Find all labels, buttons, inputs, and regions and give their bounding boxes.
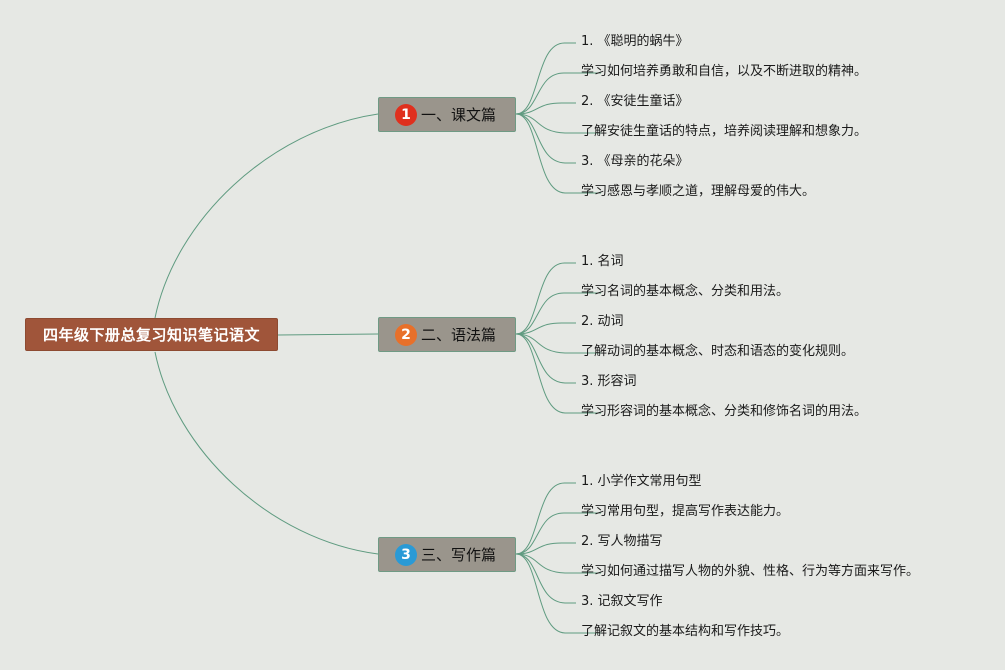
connector-root-branch-1 xyxy=(154,113,379,319)
connector-branch-3-leaf-3 xyxy=(515,542,576,555)
root-node[interactable]: 四年级下册总复习知识笔记语文 xyxy=(25,318,278,351)
connector-branch-3-leaf-6 xyxy=(515,553,601,634)
connector-branch-1-leaf-3 xyxy=(515,102,576,115)
leaf-item[interactable]: 2. 《安徒生童话》 xyxy=(581,94,689,109)
connector-branch-2-leaf-2 xyxy=(515,292,601,335)
leaf-item[interactable]: 学习如何通过描写人物的外貌、性格、行为等方面来写作。 xyxy=(581,564,920,579)
connector-branch-3-leaf-4 xyxy=(515,553,601,574)
leaf-item[interactable]: 学习如何培养勇敢和自信，以及不断进取的精神。 xyxy=(581,64,868,79)
connector-branch-1-leaf-5 xyxy=(515,113,576,164)
connector-branch-3-leaf-5 xyxy=(515,553,576,604)
branch-label: 一、课文篇 xyxy=(421,106,497,124)
branch-node-writing[interactable]: 3 三、写作篇 xyxy=(378,537,516,572)
connector-branch-3-leaf-1 xyxy=(515,482,576,555)
leaf-item[interactable]: 了解动词的基本概念、时态和语态的变化规则。 xyxy=(581,344,855,359)
connector-root-branch-2 xyxy=(277,333,379,336)
connector-branch-1-leaf-2 xyxy=(515,72,601,115)
connector-branch-2-leaf-4 xyxy=(515,333,601,354)
root-label: 四年级下册总复习知识笔记语文 xyxy=(42,326,260,344)
leaf-item[interactable]: 3. 记叙文写作 xyxy=(581,594,663,609)
connector-branch-2-leaf-1 xyxy=(515,262,576,335)
connector-branch-2-leaf-3 xyxy=(515,322,576,335)
leaf-item[interactable]: 1. 小学作文常用句型 xyxy=(581,474,702,489)
leaf-item[interactable]: 2. 写人物描写 xyxy=(581,534,663,549)
number-badge-3: 3 xyxy=(395,543,417,566)
number-badge-2: 2 xyxy=(395,323,417,346)
leaf-item[interactable]: 3. 《母亲的花朵》 xyxy=(581,154,689,169)
leaf-item[interactable]: 学习名词的基本概念、分类和用法。 xyxy=(581,284,790,299)
leaf-item[interactable]: 1. 《聪明的蜗牛》 xyxy=(581,34,689,49)
connector-branch-1-leaf-4 xyxy=(515,113,601,134)
branch-node-grammar[interactable]: 2 二、语法篇 xyxy=(378,317,516,352)
connector-branch-2-leaf-6 xyxy=(515,333,601,414)
connector-branch-3-leaf-2 xyxy=(515,512,601,555)
number-badge-1: 1 xyxy=(395,103,417,126)
leaf-item[interactable]: 学习常用句型，提高写作表达能力。 xyxy=(581,504,790,519)
branch-label: 三、写作篇 xyxy=(421,546,497,564)
connector-branch-1-leaf-1 xyxy=(515,42,576,115)
leaf-item[interactable]: 了解记叙文的基本结构和写作技巧。 xyxy=(581,624,790,639)
leaf-item[interactable]: 学习感恩与孝顺之道，理解母爱的伟大。 xyxy=(581,184,816,199)
connector-branch-2-leaf-5 xyxy=(515,333,576,384)
connector-branch-1-leaf-6 xyxy=(515,113,601,194)
leaf-item[interactable]: 2. 动词 xyxy=(581,314,624,329)
branch-label: 二、语法篇 xyxy=(421,326,497,344)
leaf-item[interactable]: 了解安徒生童话的特点，培养阅读理解和想象力。 xyxy=(581,124,868,139)
leaf-item[interactable]: 1. 名词 xyxy=(581,254,624,269)
leaf-item[interactable]: 3. 形容词 xyxy=(581,374,637,389)
connector-root-branch-3 xyxy=(154,351,379,555)
branch-node-lessons[interactable]: 1 一、课文篇 xyxy=(378,97,516,132)
leaf-item[interactable]: 学习形容词的基本概念、分类和修饰名词的用法。 xyxy=(581,404,868,419)
